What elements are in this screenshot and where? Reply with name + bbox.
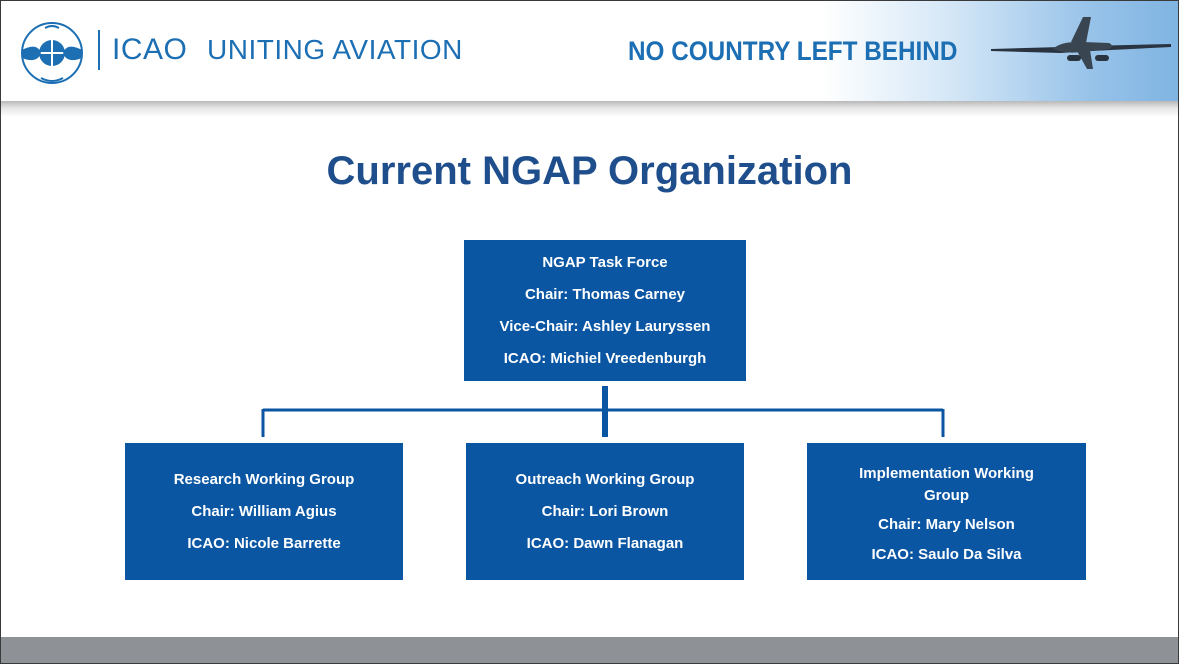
header-divider bbox=[1, 101, 1178, 117]
icao-wordmark: ICAO bbox=[98, 30, 187, 70]
outreach-working-group-box: Outreach Working Group Chair: Lori Brown… bbox=[466, 443, 744, 580]
group-name: Implementation Working Group bbox=[859, 464, 1034, 504]
group-icao: ICAO: Dawn Flanagan bbox=[526, 534, 684, 552]
uniting-aviation-slogan: UNITING AVIATION bbox=[207, 34, 463, 65]
task-force-box: NGAP Task Force Chair: Thomas Carney Vic… bbox=[464, 240, 746, 381]
implementation-working-group-box: Implementation Working Group Chair: Mary… bbox=[807, 443, 1086, 580]
icao-emblem-icon bbox=[21, 22, 83, 84]
header-banner: ICAO UNITING AVIATION NO COUNTRY LEFT BE… bbox=[1, 1, 1178, 101]
group-chair: Chair: William Agius bbox=[191, 502, 337, 520]
group-name: Outreach Working Group bbox=[515, 470, 695, 488]
group-icao: ICAO: Saulo Da Silva bbox=[871, 545, 1022, 563]
airplane-icon bbox=[991, 17, 1171, 69]
group-icao: ICAO: Nicole Barrette bbox=[187, 534, 341, 552]
footer-bar bbox=[1, 637, 1178, 663]
page-title: Current NGAP Organization bbox=[326, 149, 853, 193]
task-force-chair: Chair: Thomas Carney bbox=[524, 285, 686, 303]
task-force-icao: ICAO: Michiel Vreedenburgh bbox=[503, 349, 707, 367]
group-name: Research Working Group bbox=[173, 470, 355, 488]
task-force-name: NGAP Task Force bbox=[542, 253, 668, 271]
task-force-vice-chair: Vice-Chair: Ashley Lauryssen bbox=[499, 317, 711, 335]
group-chair: Chair: Mary Nelson bbox=[878, 515, 1015, 533]
group-chair: Chair: Lori Brown bbox=[541, 502, 669, 520]
tagline: NO COUNTRY LEFT BEHIND bbox=[628, 36, 958, 66]
research-working-group-box: Research Working Group Chair: William Ag… bbox=[125, 443, 403, 580]
